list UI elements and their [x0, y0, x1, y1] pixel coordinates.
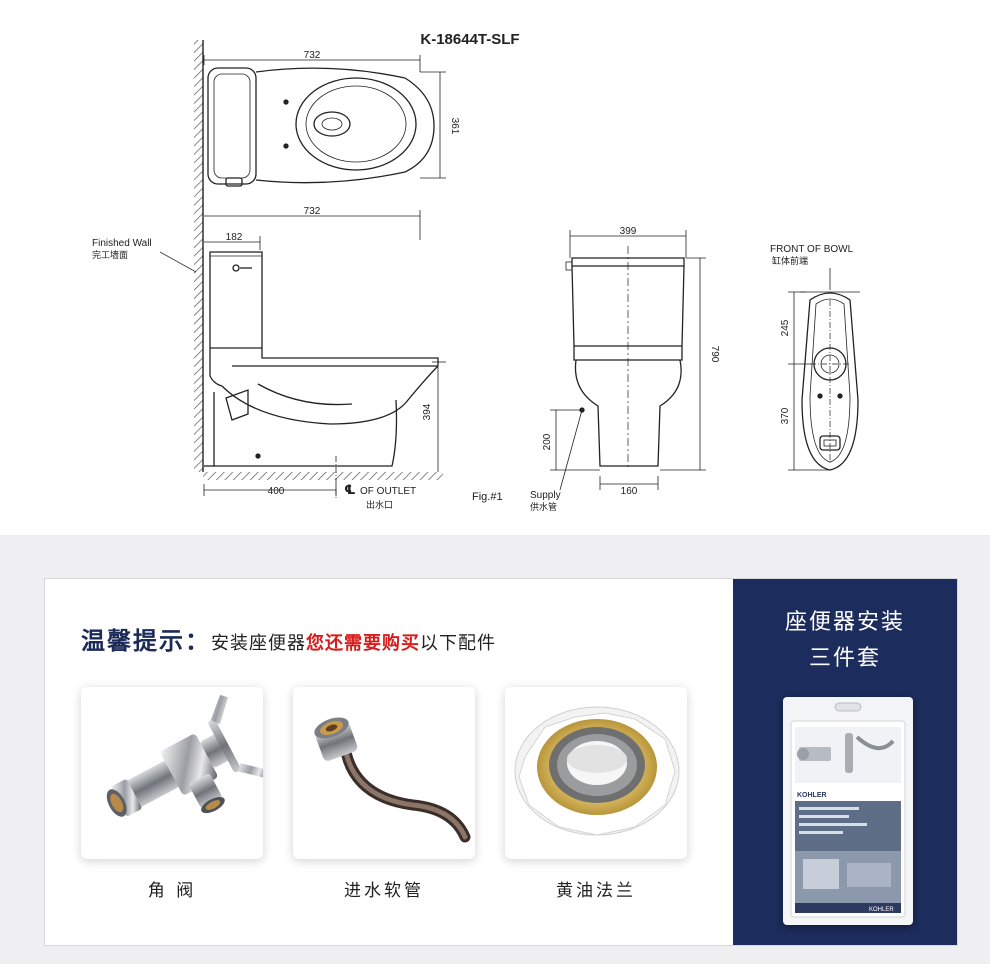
angle-valve-icon	[106, 694, 263, 817]
notice-text-highlight: 您还需要购买	[306, 633, 420, 654]
finished-wall-label-en: Finished Wall	[92, 238, 152, 249]
dim-top-length: 732	[304, 50, 321, 61]
kit-brand-small: KOHLER	[869, 907, 894, 913]
dim-outlet-height: 394	[422, 403, 433, 420]
dim-tank-depth: 182	[226, 232, 243, 243]
notice: 温馨提示：安装座便器您还需要购买以下配件	[81, 621, 496, 656]
dim-outlet-distance: 400	[268, 486, 285, 497]
centerline-icon: ℄	[344, 482, 356, 497]
accessory-card-wax-flange[interactable]	[505, 687, 687, 859]
dim-bowl-front: 245	[780, 319, 791, 336]
front-of-bowl-label-en: FRONT OF BOWL	[770, 244, 854, 255]
notice-text-a: 安装座便器	[211, 633, 306, 654]
drawing-svg: K-18644T-SLF Finished Wall 完工墙面	[92, 31, 860, 512]
fig-label: Fig.#1	[472, 491, 503, 503]
accessories-section: 温馨提示：安装座便器您还需要购买以下配件	[0, 535, 990, 964]
accessory-card-inlet-hose[interactable]	[293, 687, 475, 859]
kit-package-image[interactable]: KOHLER KOHLER	[783, 697, 913, 925]
dim-base-width: 160	[621, 486, 638, 497]
supply-label-cn: 供水管	[530, 501, 557, 512]
plan-view	[788, 268, 860, 471]
front-of-bowl-label-cn: 缸体前端	[772, 255, 808, 266]
installation-kit-panel: 座便器安装 三件套 KOHLER	[733, 579, 957, 945]
inlet-hose-icon	[314, 717, 471, 843]
kit-title: 座便器安装 三件套	[733, 605, 957, 677]
outlet-label-cn: 出水口	[366, 499, 393, 510]
accessory-card-angle-valve[interactable]	[81, 687, 263, 859]
dim-supply-height: 200	[542, 433, 553, 450]
finished-wall-label-cn: 完工墙面	[92, 249, 128, 260]
kit-title-line1: 座便器安装	[784, 610, 905, 635]
supply-label-en: Supply	[530, 490, 561, 501]
notice-text-c: 以下配件	[420, 633, 496, 654]
dim-total-height: 790	[709, 346, 720, 363]
accessories-panel: 温馨提示：安装座便器您还需要购买以下配件	[44, 578, 958, 946]
notice-label: 温馨提示：	[81, 627, 211, 655]
technical-drawing: K-18644T-SLF Finished Wall 完工墙面	[92, 31, 860, 512]
kit-package-icon: KOHLER KOHLER	[790, 702, 906, 918]
outlet-label-en: OF OUTLET	[360, 486, 416, 497]
side-view	[203, 210, 446, 500]
model-title: K-18644T-SLF	[420, 31, 519, 48]
top-view	[203, 55, 446, 187]
dim-top-depth: 361	[449, 118, 460, 135]
accessory-label-angle-valve: 角 阀	[147, 881, 197, 901]
dim-side-length: 732	[304, 206, 321, 217]
accessory-label-wax-flange: 黄油法兰	[556, 881, 636, 901]
finished-wall	[194, 40, 443, 480]
wax-flange-icon	[514, 706, 680, 836]
dim-front-width: 399	[620, 226, 637, 237]
kit-title-line2: 三件套	[808, 646, 881, 671]
kit-brand: KOHLER	[797, 792, 827, 799]
front-view	[550, 230, 706, 491]
dim-bowl-rear: 370	[780, 407, 791, 424]
accessory-label-inlet-hose: 进水软管	[344, 881, 424, 901]
